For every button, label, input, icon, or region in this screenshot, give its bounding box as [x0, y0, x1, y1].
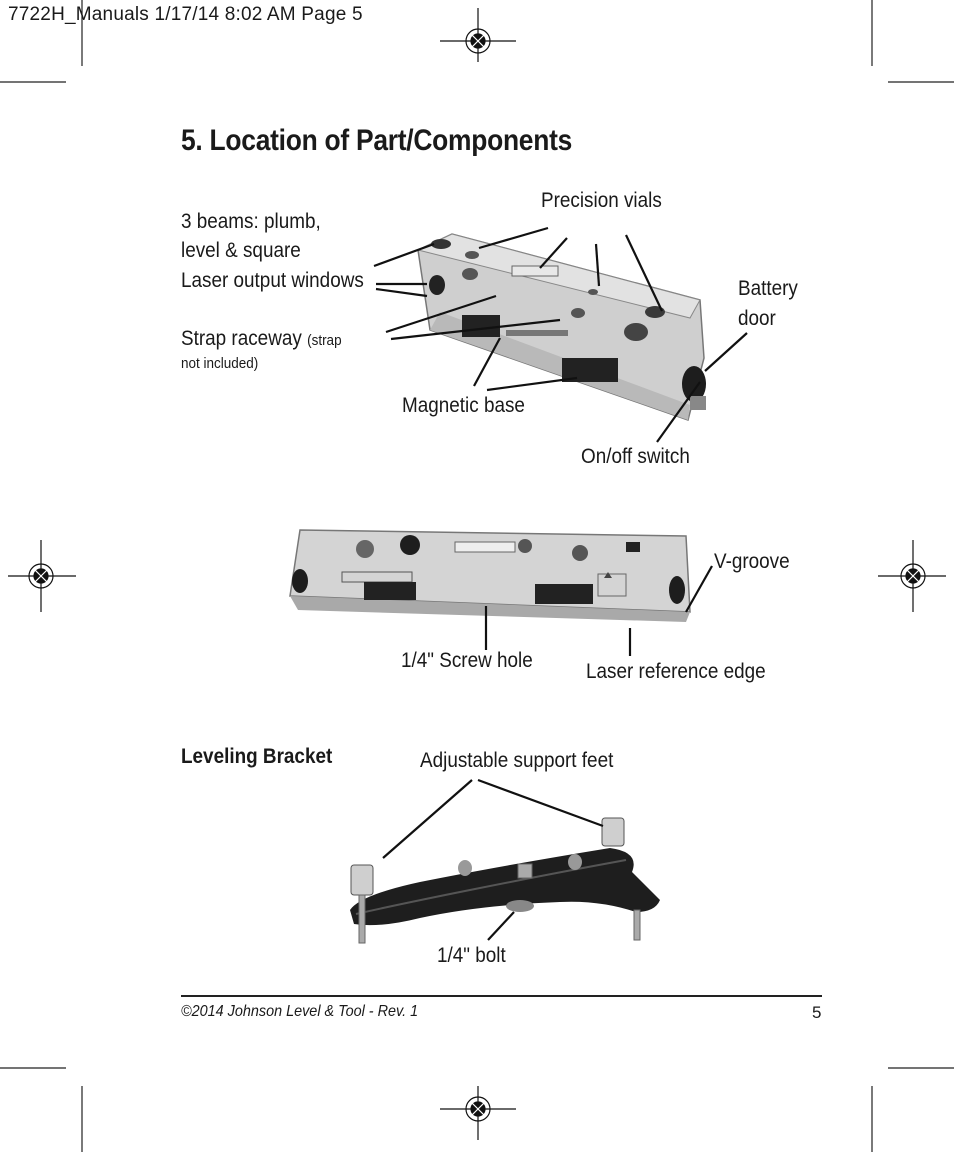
registration-mark-left — [8, 540, 76, 612]
label-bolt: 1/4" bolt — [437, 944, 506, 967]
page-number: 5 — [812, 1003, 822, 1022]
label-v-groove: V-groove — [714, 550, 790, 573]
laser-level-angled-illustration — [416, 233, 706, 421]
label-battery-line2: door — [738, 307, 776, 330]
label-laser-reference-edge: Laser reference edge — [586, 660, 766, 683]
registration-mark-right — [878, 540, 946, 612]
label-screw-hole: 1/4" Screw hole — [401, 649, 533, 672]
laser-level-front-illustration — [289, 529, 691, 622]
strap-note-1: (strap — [307, 332, 342, 349]
label-magnetic-base: Magnetic base — [402, 394, 525, 417]
registration-mark-top — [440, 8, 516, 62]
label-laser-output-windows: Laser output windows — [181, 269, 364, 292]
label-strap-raceway: Strap raceway (strap — [181, 324, 342, 356]
label-adjustable-support-feet: Adjustable support feet — [420, 749, 614, 772]
strap-note-2: not included) — [181, 355, 259, 372]
page-title: 5. Location of Part/Components — [181, 124, 573, 157]
label-battery-line1: Battery — [738, 277, 798, 300]
label-on-off-switch: On/off switch — [581, 445, 690, 468]
registration-mark-bottom — [440, 1086, 516, 1140]
label-beams-line1: 3 beams: plumb, — [181, 210, 321, 233]
footer-copyright: ©2014 Johnson Level & Tool - Rev. 1 — [181, 1003, 419, 1020]
leveling-bracket-illustration — [350, 817, 660, 944]
print-slug: 7722H_Manuals 1/17/14 8:02 AM Page 5 — [8, 4, 363, 25]
footer-rule — [181, 995, 822, 997]
label-precision-vials: Precision vials — [541, 189, 662, 212]
leveling-bracket-heading: Leveling Bracket — [181, 745, 333, 768]
strap-raceway-text: Strap raceway — [181, 327, 302, 350]
leader-lines — [373, 226, 748, 941]
label-beams-line2: level & square — [181, 239, 301, 262]
